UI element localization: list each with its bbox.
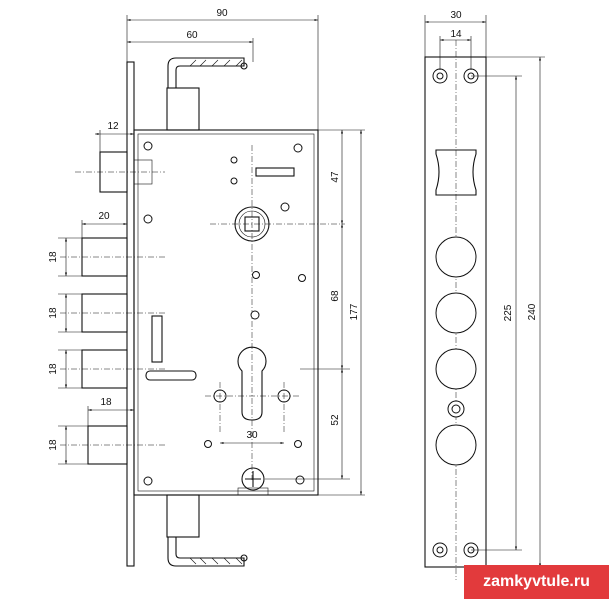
faceplate-front-view (424, 40, 487, 580)
dim-30-front: 30 (450, 10, 462, 21)
dim-240: 240 (527, 303, 538, 320)
lock-case-inner (137, 133, 315, 492)
latch-opening (435, 149, 477, 196)
front-dimensions: 30 14 225 240 (424, 10, 545, 568)
dim-12: 12 (107, 121, 119, 132)
dim-60: 60 (186, 30, 198, 41)
bottom-rod (166, 494, 248, 567)
dim-52: 52 (330, 414, 341, 426)
lock-case (133, 129, 319, 496)
dim-177: 177 (349, 303, 360, 320)
bolt-opening-4 (435, 424, 477, 466)
dim-47: 47 (330, 171, 341, 183)
vertical-slot (151, 315, 163, 363)
cylinder-cutout (205, 346, 300, 432)
dim-18-b: 18 (48, 307, 59, 319)
dim-14: 14 (450, 29, 462, 40)
dim-68: 68 (330, 290, 341, 302)
latch (75, 151, 165, 193)
case-holes (143, 141, 306, 486)
dim-18-c: 18 (48, 363, 59, 375)
side-dimensions: 90 60 12 20 18 18 18 18 18 47 (48, 8, 365, 496)
faceplate-front (424, 56, 487, 568)
dim-20: 20 (98, 211, 110, 222)
lock-side-view (60, 57, 345, 567)
top-rod (166, 57, 248, 131)
dim-90: 90 (216, 8, 228, 19)
dim-18-d: 18 (48, 439, 59, 451)
dim-225: 225 (503, 304, 514, 321)
top-slot (255, 167, 295, 177)
bottom-adjuster (237, 467, 269, 496)
dim-18-a: 18 (48, 251, 59, 263)
spindle-hub (210, 145, 345, 480)
horizontal-slot (145, 370, 197, 381)
dim-18-projection: 18 (100, 397, 112, 408)
site-watermark: zamkyvtule.ru (464, 565, 609, 599)
faceplate-side (126, 61, 135, 567)
dim-30-cylinder: 30 (246, 430, 258, 441)
bolt-opening-3 (435, 348, 477, 390)
bolts (60, 237, 165, 465)
bolt-opening-2 (435, 292, 477, 334)
bolt-opening-1 (435, 236, 477, 278)
